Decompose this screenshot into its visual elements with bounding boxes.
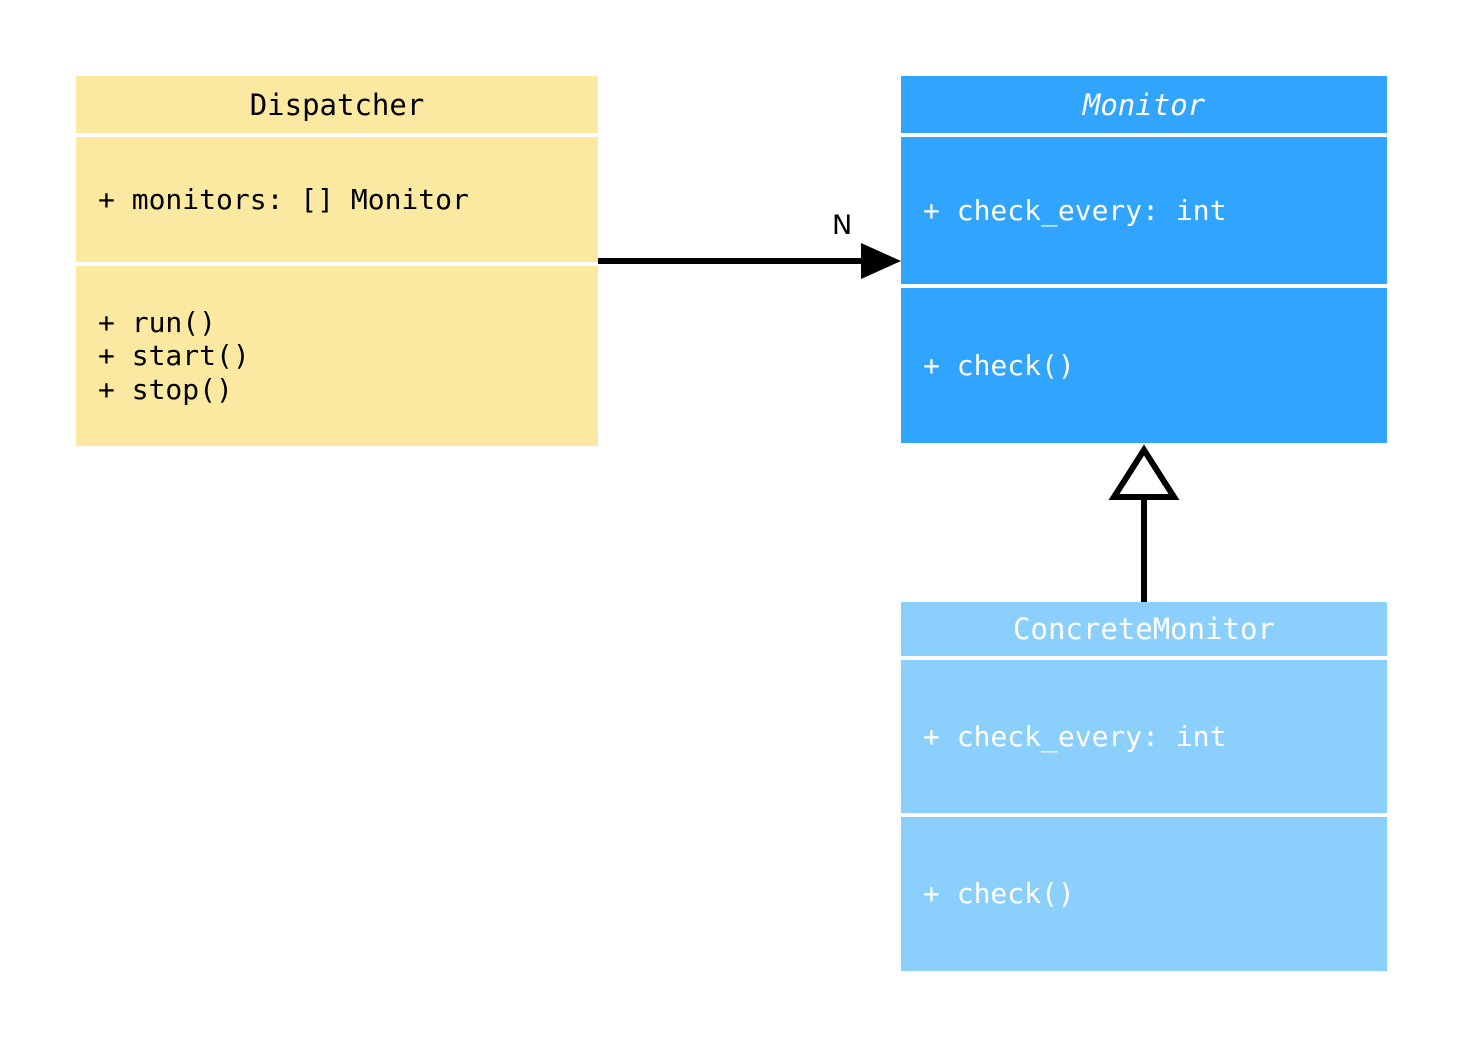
method-row: + start() (98, 339, 250, 373)
inheritance-arrowhead-hollow-triangle (1108, 444, 1180, 500)
inheritance-arrow-concrete-to-monitor (1108, 444, 1180, 602)
attribute-row: + check_every: int (923, 719, 1227, 753)
class-box-concrete-monitor[interactable]: ConcreteMonitor + check_every: int + che… (901, 602, 1387, 971)
class-title-compartment-dispatcher: Dispatcher (76, 76, 598, 133)
class-title-compartment-monitor: Monitor (901, 76, 1387, 133)
class-methods-compartment-dispatcher: + run() + start() + stop() (76, 266, 598, 446)
attribute-row: + monitors: [] Monitor (98, 182, 469, 216)
method-row: + run() (98, 306, 217, 340)
class-box-monitor[interactable]: Monitor + check_every: int + check() (901, 76, 1387, 443)
class-name-dispatcher: Dispatcher (249, 87, 425, 122)
attribute-row: + check_every: int (923, 193, 1227, 227)
class-name-concrete-monitor: ConcreteMonitor (1013, 612, 1275, 646)
association-arrowhead-solid (861, 243, 901, 279)
method-row: + stop() (98, 372, 233, 406)
class-attributes-compartment-concrete-monitor: + check_every: int (901, 660, 1387, 813)
class-methods-compartment-monitor: + check() (901, 288, 1387, 443)
class-attributes-compartment-monitor: + check_every: int (901, 137, 1387, 284)
method-row: + check() (923, 348, 1075, 382)
class-box-dispatcher[interactable]: Dispatcher + monitors: [] Monitor + run(… (76, 76, 598, 446)
class-attributes-compartment-dispatcher: + monitors: [] Monitor (76, 137, 598, 262)
class-methods-compartment-concrete-monitor: + check() (901, 817, 1387, 971)
class-name-monitor: Monitor (1082, 87, 1206, 122)
association-arrow-dispatcher-to-monitor (598, 243, 901, 279)
multiplicity-label-n: N (832, 210, 853, 241)
method-row: + check() (923, 877, 1075, 911)
class-title-compartment-concrete-monitor: ConcreteMonitor (901, 602, 1387, 656)
